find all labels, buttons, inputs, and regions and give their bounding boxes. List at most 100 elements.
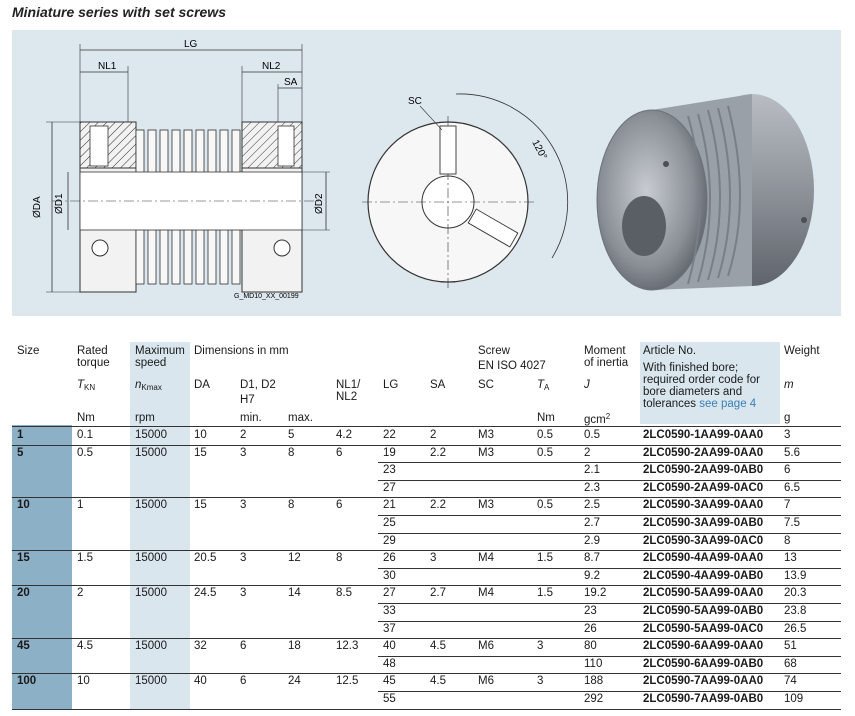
header-rated-torque-1: Rated [77,345,108,357]
cell-lg: 21 [383,499,396,512]
header-sa: SA [430,379,446,391]
page-title: Miniature series with set screws [12,4,226,20]
cell-dmax: 24 [288,675,301,688]
cell-art: 2LC0590-3AA99-0AB0 [643,517,764,529]
cell-w: 68 [784,657,797,670]
header-nkmax: nKmax [135,379,162,392]
drawing-panel: LG NL1 NL2 SA [12,30,841,316]
cell-size: 1 [17,429,24,441]
end-view-drawing: 120° SC [362,93,569,288]
cell-w: 51 [784,640,797,653]
cell-w: 26.5 [784,622,807,635]
dim-d1-label: ØD1 [54,193,65,214]
cell-lg: 48 [383,657,396,670]
cell-w: 8 [784,534,791,547]
cell-dmax: 8 [288,499,295,512]
cell-j: 26 [584,622,597,635]
cell-art: 2LC0590-5AA99-0AB0 [643,605,764,617]
row-divider [378,620,841,622]
cell-speed: 15000 [135,446,167,459]
dim-lg-label: LG [184,39,198,50]
cell-torque: 0.1 [77,429,93,441]
header-speed-1: Maximum [135,345,185,357]
header-rated-torque-2: torque [77,357,110,369]
cell-sc: M3 [478,446,494,459]
header-screw-1: Screw [478,345,510,357]
cell-art: 2LC0590-7AA99-0AA0 [643,675,764,688]
row-divider [378,515,841,516]
cell-da: 10 [194,429,207,441]
header-moment-2: of inertia [584,357,629,369]
cell-lg: 33 [383,605,396,617]
row-divider [12,426,841,427]
header-max: max. [288,412,313,424]
header-tkn-unit: Nm [77,412,95,424]
cell-art: 2LC0590-3AA99-0AC0 [643,534,764,547]
dim-sc-label: SC [408,96,422,107]
row-divider [378,603,841,604]
cell-nl: 6 [336,446,343,459]
cell-size: 5 [17,446,24,459]
header-screw-2: EN ISO 4027 [478,360,546,372]
coupling-drawings: LG NL1 NL2 SA [32,39,814,300]
header-weight: Weight [784,345,820,357]
cell-lg: 29 [383,534,396,547]
cell-w: 109 [784,693,804,705]
cell-lg: 27 [383,587,396,600]
row-divider [378,532,841,534]
header-da: DA [194,379,210,391]
cell-w: 20.3 [784,587,807,600]
size-column-band [12,425,72,709]
header-m: m [784,379,794,391]
cell-speed: 15000 [135,640,167,653]
cell-art: 2LC0590-4AA99-0AA0 [643,552,764,565]
cell-speed: 15000 [135,587,167,600]
cell-w: 7.5 [784,517,800,529]
header-min: min. [240,412,262,424]
cell-sc: M4 [478,552,494,565]
header-sc: SC [478,379,494,391]
cell-da: 15 [194,446,207,459]
header-h7: H7 [240,394,255,406]
cell-j: 292 [584,693,604,705]
cell-ta: 1.5 [537,587,553,600]
cell-ta: 0.5 [537,429,553,441]
cell-lg: 37 [383,622,396,635]
cell-torque: 1 [77,499,84,512]
row-divider [12,550,841,552]
cell-lg: 27 [383,481,396,494]
side-section-drawing: LG NL1 NL2 SA [32,39,330,300]
dim-nl1-label: NL1 [98,61,117,72]
see-page-link[interactable]: see page 4 [699,398,757,410]
cell-sa: 2.7 [430,587,446,600]
cell-j: 188 [584,675,604,688]
cell-ta: 0.5 [537,446,553,459]
cell-art: 2LC0590-6AA99-0AA0 [643,640,764,653]
cell-dmin: 6 [240,640,247,653]
dim-sa-label: SA [284,77,298,88]
cell-da: 15 [194,499,207,512]
angle-label: 120° [529,138,548,161]
cell-size: 20 [17,587,30,600]
cell-j: 9.2 [584,569,600,582]
cell-w: 6 [784,464,791,477]
cell-speed: 15000 [135,499,167,512]
cell-size: 15 [17,552,30,565]
row-divider [378,655,841,657]
cell-dmin: 3 [240,499,247,512]
cell-j: 80 [584,640,597,653]
cell-sa: 2.2 [430,446,446,459]
cell-nl: 8 [336,552,343,565]
header-weight-unit: g [784,412,791,424]
cell-dmax: 8 [288,446,295,459]
cell-sa: 2 [430,429,437,441]
cell-torque: 10 [77,675,90,688]
header-dimensions: Dimensions in mm [194,345,289,357]
cell-dmin: 2 [240,429,247,441]
speed-column-band [130,342,190,709]
cell-art: 2LC0590-2AA99-0AB0 [643,464,764,477]
cell-dmax: 5 [288,429,295,441]
cell-w: 6.5 [784,481,800,494]
cell-j: 2.3 [584,481,600,494]
cell-sa: 3 [430,552,437,565]
